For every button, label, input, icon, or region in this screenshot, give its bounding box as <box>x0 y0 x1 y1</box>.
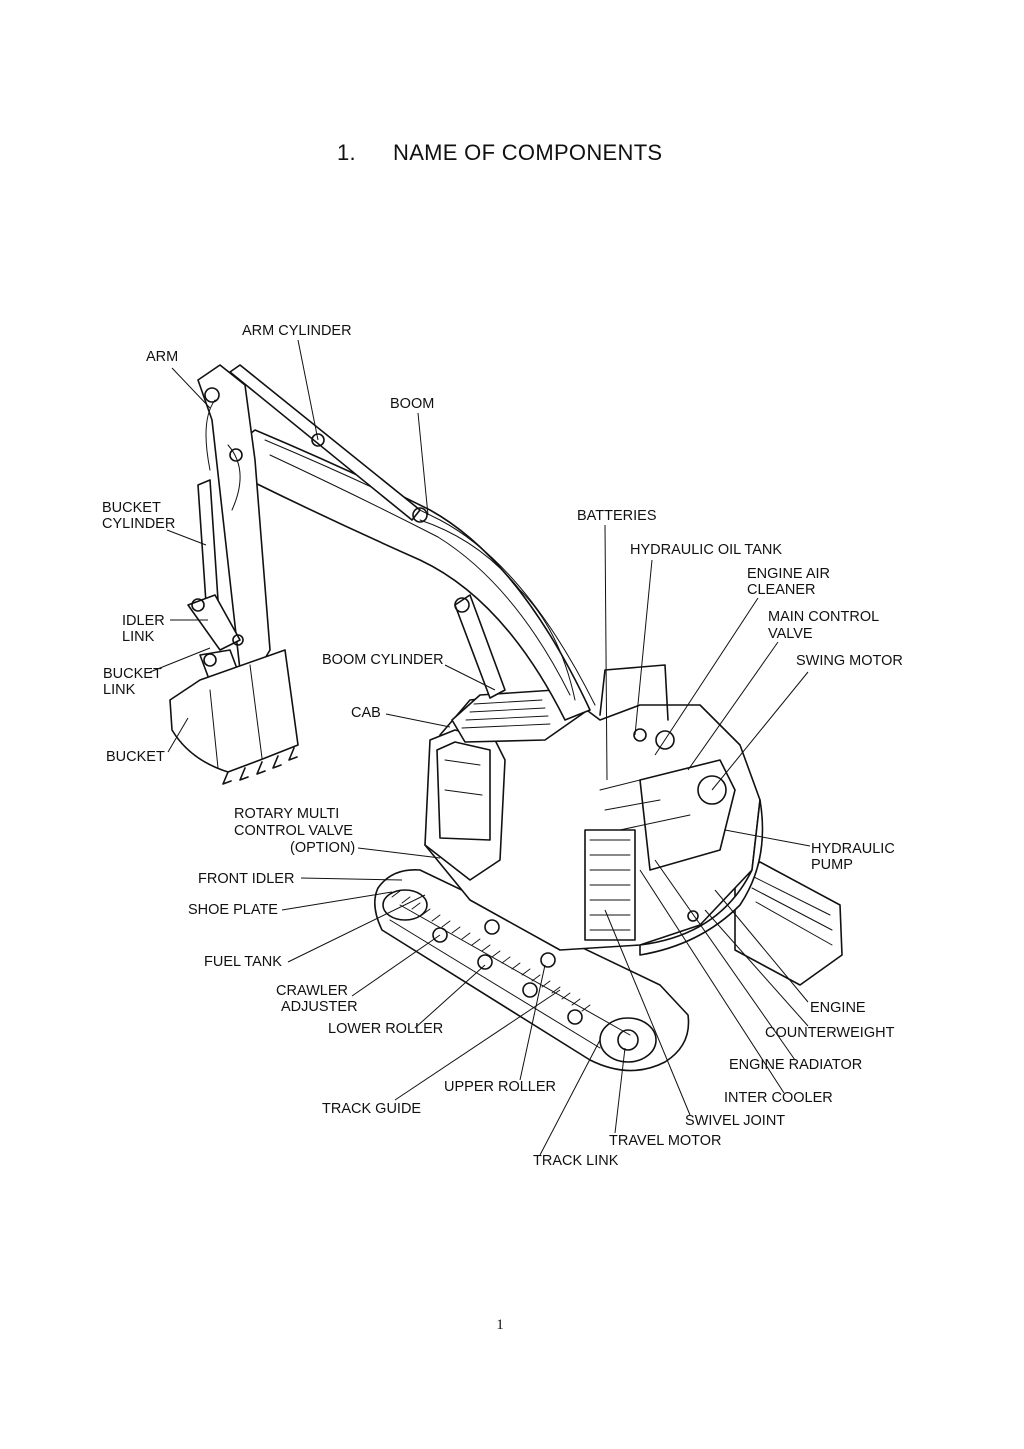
label-bucket: BUCKET <box>106 749 165 765</box>
label-batteries: BATTERIES <box>577 508 657 524</box>
label-bucket-cylinder-line2: CYLINDER <box>102 516 176 532</box>
arm-cylinder-shape <box>229 364 421 521</box>
cab-frame <box>424 729 506 881</box>
label-engine-air-cleaner-line1: ENGINE AIR <box>747 566 830 582</box>
label-engine-air-cleaner-line2: CLEANER <box>747 582 816 598</box>
label-rotary-multi-line3: (OPTION) <box>290 840 356 856</box>
label-engine: ENGINE <box>810 1000 866 1016</box>
label-arm-cylinder: ARM CYLINDER <box>242 323 352 339</box>
label-crawler-adjuster-line1: CRAWLER <box>276 983 348 999</box>
label-boom-cylinder: BOOM CYLINDER <box>322 652 444 668</box>
front-idler-wheel <box>382 889 428 921</box>
label-main-control-valve-line1: MAIN CONTROL <box>768 609 880 625</box>
label-idler-link-line1: IDLER <box>122 613 165 629</box>
label-track-guide: TRACK GUIDE <box>322 1101 422 1117</box>
label-swivel-joint: SWIVEL JOINT <box>685 1113 786 1129</box>
label-bucket-link-line1: BUCKET <box>103 666 162 682</box>
label-bucket-cylinder-line1: BUCKET <box>102 500 161 516</box>
label-hydraulic-pump-line2: PUMP <box>811 857 853 873</box>
label-rotary-multi-line1: ROTARY MULTI <box>234 806 340 822</box>
arm-structure <box>197 364 271 676</box>
label-rotary-multi-line2: CONTROL VALVE <box>234 823 353 839</box>
label-travel-motor: TRAVEL MOTOR <box>609 1133 722 1149</box>
label-main-control-valve-line2: VALVE <box>768 626 813 642</box>
page-number: 1 <box>496 1317 504 1333</box>
label-track-link: TRACK LINK <box>533 1153 619 1169</box>
bucket-cylinder-shape <box>197 479 219 604</box>
counterweight-shape <box>639 799 764 956</box>
label-cab: CAB <box>351 705 381 721</box>
label-boom: BOOM <box>390 396 435 412</box>
section-number: 1. <box>337 140 356 165</box>
front-track <box>374 869 690 1072</box>
page-title: 1. NAME OF COMPONENTS <box>337 140 662 166</box>
label-swing-motor: SWING MOTOR <box>796 653 903 669</box>
label-hydraulic-oil-tank: HYDRAULIC OIL TANK <box>630 542 783 558</box>
label-idler-link-line2: LINK <box>122 629 155 645</box>
label-lower-roller: LOWER ROLLER <box>328 1021 444 1037</box>
section-title: NAME OF COMPONENTS <box>393 140 663 165</box>
label-shoe-plate: SHOE PLATE <box>188 902 278 918</box>
label-counterweight: COUNTERWEIGHT <box>765 1025 895 1041</box>
label-bucket-link-line2: LINK <box>103 682 136 698</box>
label-front-idler: FRONT IDLER <box>198 871 295 887</box>
label-engine-radiator: ENGINE RADIATOR <box>729 1057 863 1073</box>
label-inter-cooler: INTER COOLER <box>724 1090 833 1106</box>
bucket-shape <box>169 649 299 773</box>
label-fuel-tank: FUEL TANK <box>204 954 282 970</box>
label-upper-roller: UPPER ROLLER <box>444 1079 557 1095</box>
label-arm: ARM <box>146 349 179 365</box>
label-hydraulic-pump-line1: HYDRAULIC <box>811 841 895 857</box>
idler-link-shape <box>187 594 241 651</box>
label-crawler-adjuster-line2: ADJUSTER <box>281 999 358 1015</box>
